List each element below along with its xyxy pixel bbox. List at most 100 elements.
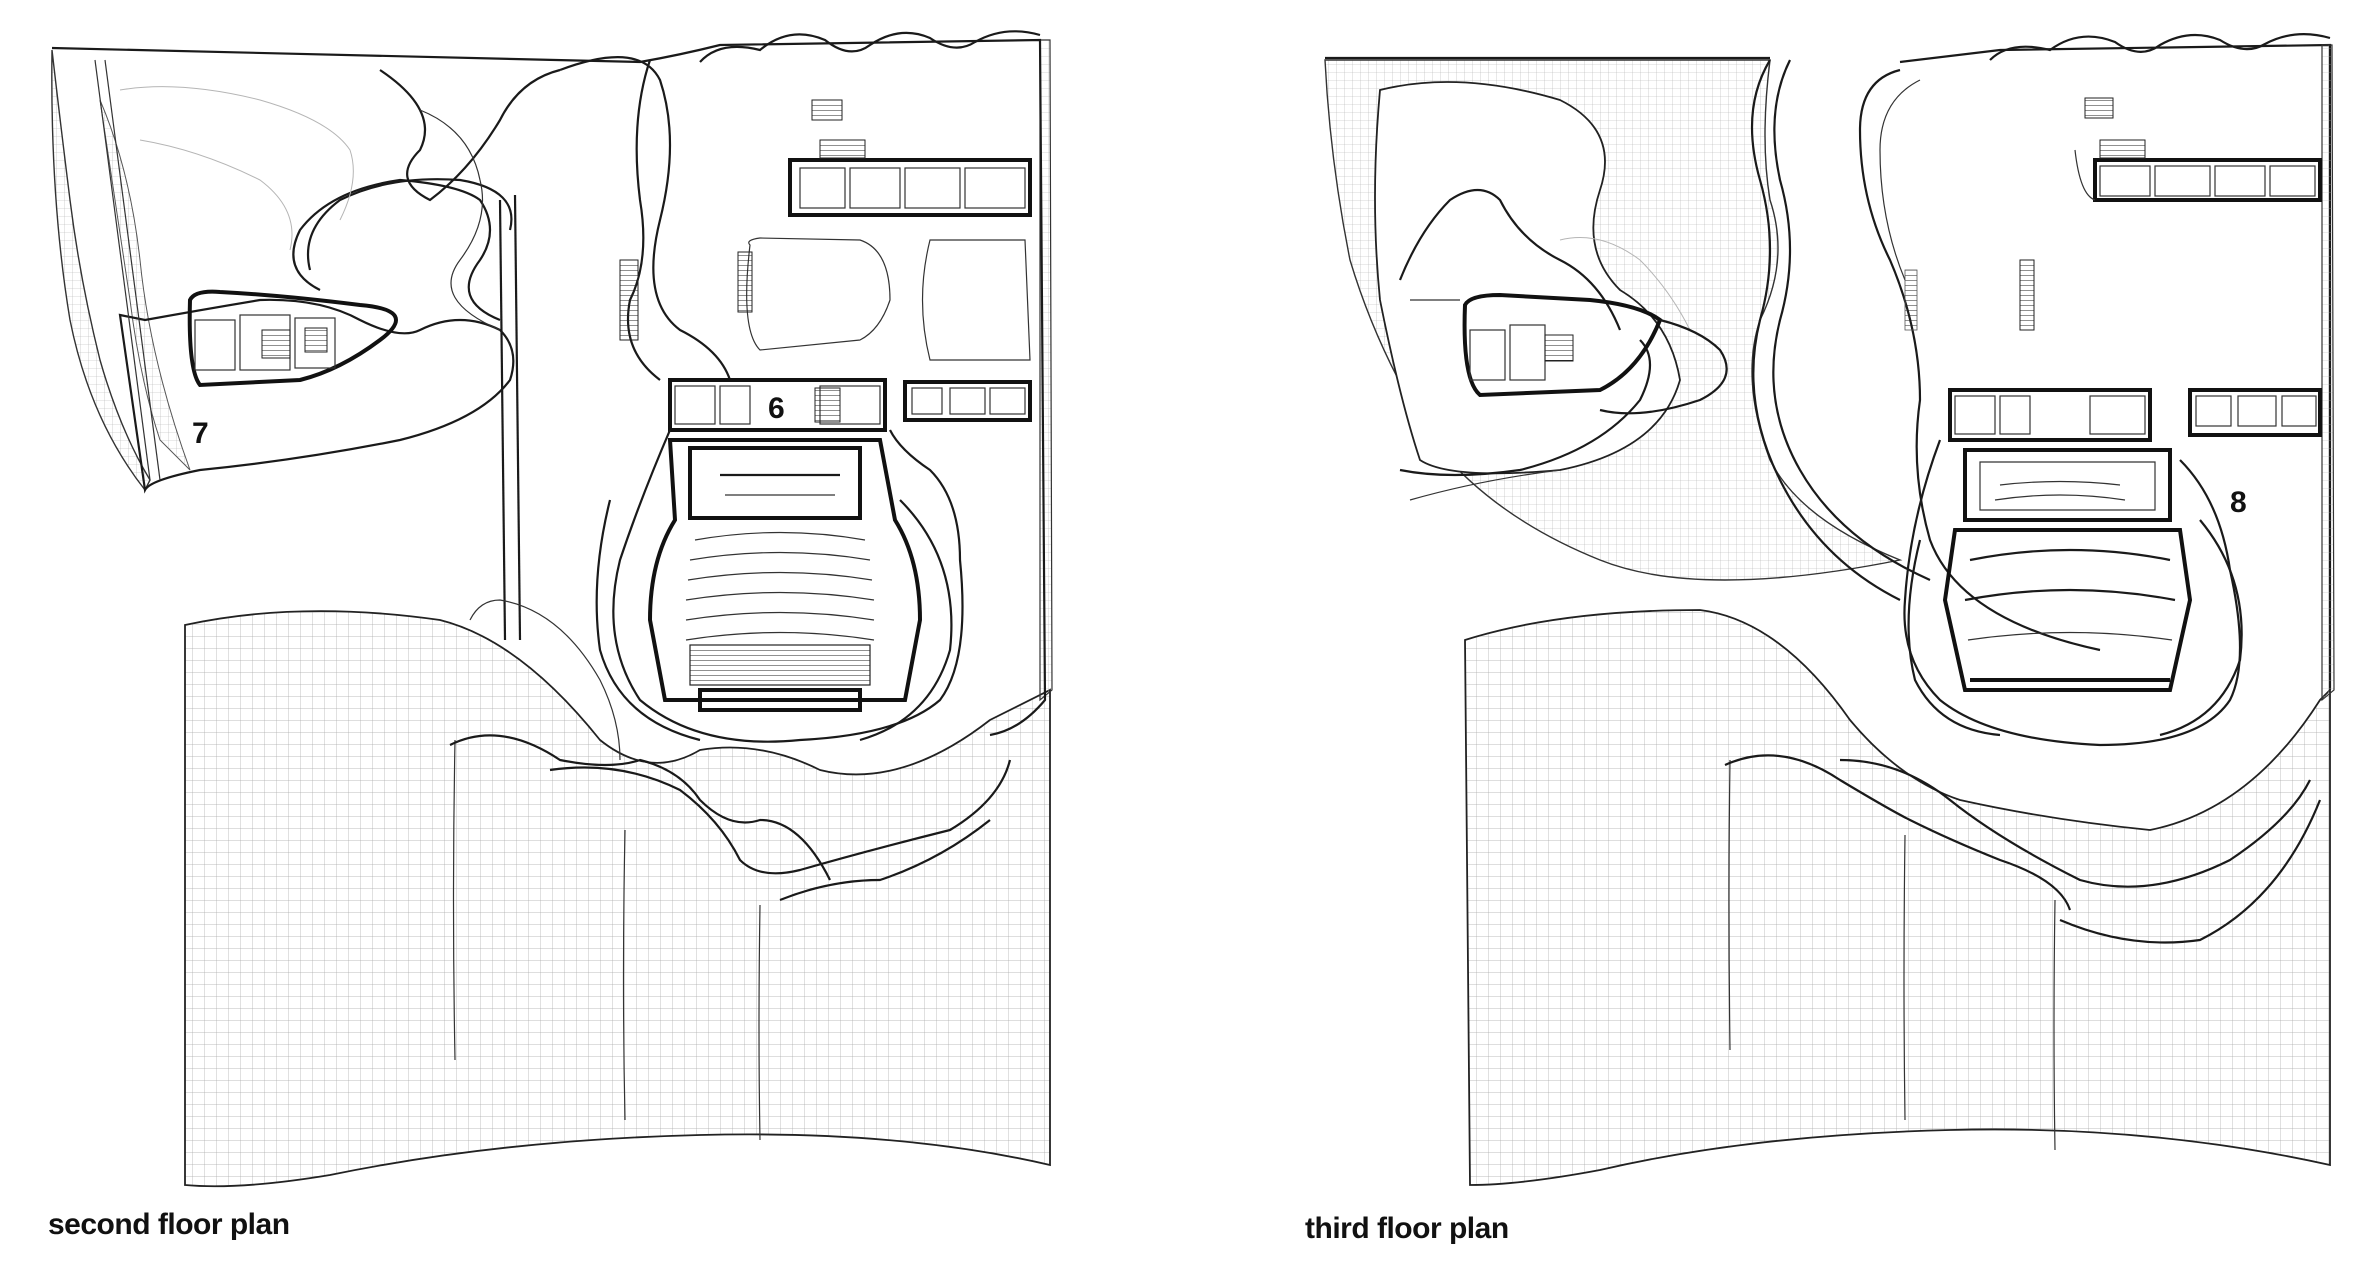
service-mid-room-2 (719, 385, 751, 425)
left-core-r-curve (1599, 318, 1728, 415)
fold-line-r2 (1903, 834, 1906, 1121)
envelope-mesh-left (51, 49, 151, 492)
service-right-r-room-2 (2237, 395, 2277, 427)
outer-outline-r (1325, 43, 2332, 690)
seat-row-2 (689, 551, 871, 561)
auditorium-shell-2 (859, 499, 953, 742)
service-room-3 (904, 167, 961, 209)
seat-row-r1 (1999, 480, 2121, 486)
seat-row-r2 (1994, 494, 2126, 501)
auditorium-outer (647, 438, 923, 702)
seating-block (689, 644, 871, 686)
service-room-r4 (2269, 165, 2316, 197)
service-curve-r (2074, 149, 2096, 201)
room-number-6: 6 (768, 392, 785, 425)
balcony-r (1942, 528, 2193, 692)
left-core-stair-2 (304, 327, 328, 353)
auditorium-shell (595, 499, 701, 742)
fold-line-r3 (2053, 899, 2056, 1151)
left-core-r-room-1 (1469, 329, 1506, 381)
auditorium-shell-r (1907, 539, 2001, 737)
auditorium-rear (698, 688, 862, 712)
hall-stair-1 (619, 259, 639, 341)
service-mid-r-room-2 (1999, 395, 2031, 435)
facade-line-left-2 (104, 59, 161, 481)
ramp-curve-4 (559, 56, 732, 381)
service-room-4 (964, 167, 1026, 209)
service-stair-r2 (2084, 97, 2114, 119)
left-wing-r-outline (1409, 299, 1561, 501)
service-mid-room-1 (674, 385, 716, 425)
ramp-curve-6 (119, 86, 354, 221)
service-mid-r-room-3 (2089, 395, 2146, 435)
central-s-curve-2 (1772, 59, 1931, 582)
central-walkway-curve (469, 599, 621, 761)
service-right-room-3 (989, 387, 1026, 415)
interior-void-r (1374, 81, 1681, 475)
ramp-curve-2 (306, 178, 513, 271)
left-core-stair (261, 329, 291, 359)
envelope-mesh-right-r (2321, 44, 2335, 702)
hall-island-2 (921, 239, 1031, 361)
ramp-curve-3 (379, 68, 561, 202)
auditorium-shell-r2 (2159, 519, 2243, 737)
service-strip-mid-r (1948, 388, 2152, 442)
balcony-r-row-1 (1969, 548, 2171, 562)
central-walkway-left (498, 199, 507, 641)
balcony-r-row-3 (1967, 631, 2173, 641)
service-stair-top-2 (811, 99, 843, 121)
ribbon-edge-r3 (2059, 799, 2322, 944)
service-strip-right (903, 380, 1032, 422)
service-mid-stair (814, 387, 841, 423)
hall-stair-2 (737, 251, 753, 313)
central-s-curve (1750, 59, 1901, 601)
second-floor-plan: 7 6 (51, 30, 1053, 1188)
ramp-curve-5 (419, 109, 501, 331)
balcony-r-row-2 (1964, 588, 2176, 602)
service-right-r-room-1 (2195, 395, 2232, 427)
fold-line-r1 (1728, 759, 1731, 1051)
ramp-curve-7 (139, 139, 293, 251)
room-number-8: 8 (2230, 486, 2247, 519)
fold-line-2 (622, 829, 626, 1121)
service-room-1 (799, 167, 846, 209)
service-strip-mid (668, 378, 887, 432)
hall-boundary (626, 59, 661, 381)
service-right-room-2 (949, 387, 986, 415)
ribbon-edge-3 (779, 819, 991, 902)
right-curve-wall (1858, 68, 2101, 652)
left-wing-outline (118, 298, 515, 494)
envelope-mesh-lower-r (1464, 609, 2331, 1186)
service-room-2 (849, 167, 901, 209)
caption-third-floor: third floor plan (1305, 1212, 1509, 1245)
swirl-r2 (1399, 339, 1651, 477)
seat-row-6 (685, 631, 875, 641)
caption-second-floor: second floor plan (48, 1208, 290, 1241)
ribbon-edge-r2 (1839, 758, 2311, 888)
left-core-room-3 (294, 317, 336, 369)
service-right-r-room-3 (2281, 395, 2317, 427)
envelope-mesh-lower (184, 610, 1051, 1188)
seat-row-4 (685, 591, 875, 601)
auditorium-foyer (612, 429, 964, 743)
seat-row-5 (685, 611, 875, 621)
service-room-r3 (2214, 165, 2266, 197)
service-stair-top (819, 139, 866, 159)
ribbon-edge-1 (449, 734, 831, 881)
outer-outline (51, 38, 1047, 737)
hall-island (746, 237, 891, 351)
service-room-r2 (2154, 165, 2211, 197)
central-walkway-right (513, 194, 522, 641)
right-curve-wall-2 (1879, 79, 1921, 281)
ribbon-edge-2 (549, 759, 1012, 875)
service-block-top (788, 158, 1032, 217)
stage-r (1963, 448, 2172, 522)
service-stair-r (2099, 139, 2146, 159)
facade-line-left (94, 59, 151, 481)
room-number-7: 7 (192, 417, 209, 450)
fold-line-3 (758, 904, 761, 1141)
stage-r-inner (1979, 461, 2156, 511)
left-core-r-stair (1544, 334, 1574, 362)
service-room-r1 (2099, 165, 2151, 197)
